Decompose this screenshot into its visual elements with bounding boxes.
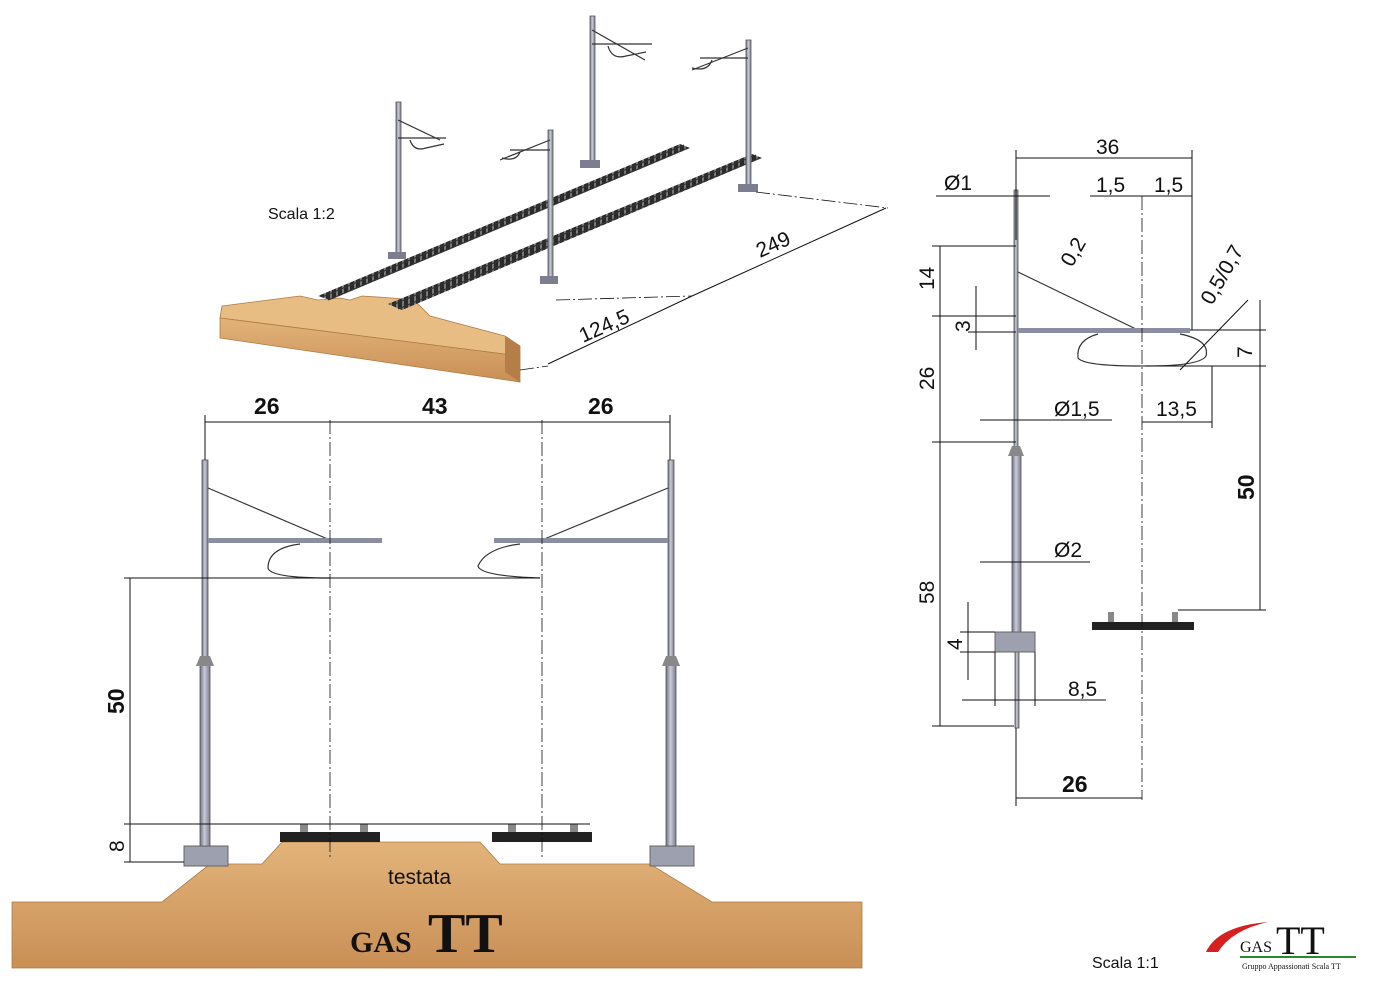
side-dim-half-a: 1,5 — [1096, 174, 1125, 197]
side-dim-rod-dia: Ø1,5 — [1054, 398, 1100, 421]
side-dim-base-h: 4 — [944, 638, 967, 650]
front-pole-right — [477, 459, 680, 847]
main-scale-label: Scala 1:1 — [1092, 955, 1159, 972]
side-dim-w02: 0,2 — [1056, 234, 1091, 271]
side-pole-base — [994, 631, 1036, 653]
front-rail-right — [492, 832, 592, 842]
side-dim-width: 36 — [1096, 136, 1119, 159]
iso-track-1 — [318, 144, 690, 300]
side-dim-w057: 0,5/0,7 — [1196, 241, 1248, 308]
side-dim-low-h: 58 — [916, 581, 939, 604]
iso-pole-3 — [580, 15, 652, 168]
side-dim-arm-t: 3 — [952, 320, 975, 332]
iso-length-dim: 249 — [753, 227, 794, 262]
side-dim-hang-h: 7 — [1234, 346, 1257, 358]
side-view: 36 Ø1 1,5 1,5 0,2 0,5/0,7 14 3 26 58 4 Ø… — [916, 136, 1266, 806]
side-dim-height: 50 — [1233, 474, 1259, 500]
side-pole-foot — [1014, 649, 1020, 729]
side-dim-wire-dia: Ø1 — [944, 172, 972, 195]
front-pole-left — [196, 459, 382, 847]
gastt-logo: GAS TT Gruppo Appassionati Scala TT — [1206, 918, 1356, 971]
iso-track-2 — [388, 154, 762, 310]
side-dim-base-w: 8,5 — [1068, 678, 1097, 701]
iso-pole-4 — [691, 39, 758, 192]
side-dim-top-h: 14 — [916, 266, 939, 290]
front-view: 26 43 26 50 8 testata GAS TT — [11, 393, 863, 969]
iso-pole-2 — [499, 129, 558, 284]
logo-swoosh — [1206, 922, 1268, 952]
front-dim-right: 26 — [588, 393, 614, 419]
logo-subtitle: Gruppo Appassionati Scala TT — [1242, 962, 1341, 971]
front-dim-height: 50 — [103, 688, 129, 714]
side-dim-bottom: 26 — [1062, 771, 1088, 797]
logo-tt: TT — [1276, 918, 1325, 963]
side-track — [1092, 622, 1194, 630]
base-label: testata — [388, 866, 451, 889]
side-dim-pole-dia: Ø2 — [1054, 539, 1082, 562]
isometric-view: 249 124,5 Scala 1:2 — [219, 15, 889, 383]
side-dim-half-b: 1,5 — [1154, 174, 1183, 197]
logo-gas: GAS — [1240, 939, 1272, 956]
side-dim-drop-w: 13,5 — [1156, 398, 1197, 421]
brand-tt: TT — [428, 903, 503, 965]
iso-base-end — [505, 336, 520, 382]
front-dim-base: 8 — [106, 840, 129, 852]
front-dim-left: 26 — [254, 393, 280, 419]
front-dim-middle: 43 — [422, 393, 448, 419]
brand-gas: GAS — [350, 926, 412, 959]
side-dim-mid-h: 26 — [916, 367, 939, 390]
side-pole-main — [1011, 449, 1022, 633]
iso-scale-label: Scala 1:2 — [268, 206, 335, 223]
front-rail-left — [280, 832, 380, 842]
iso-pole-1 — [388, 101, 446, 259]
iso-spacing-dim: 124,5 — [576, 305, 633, 347]
